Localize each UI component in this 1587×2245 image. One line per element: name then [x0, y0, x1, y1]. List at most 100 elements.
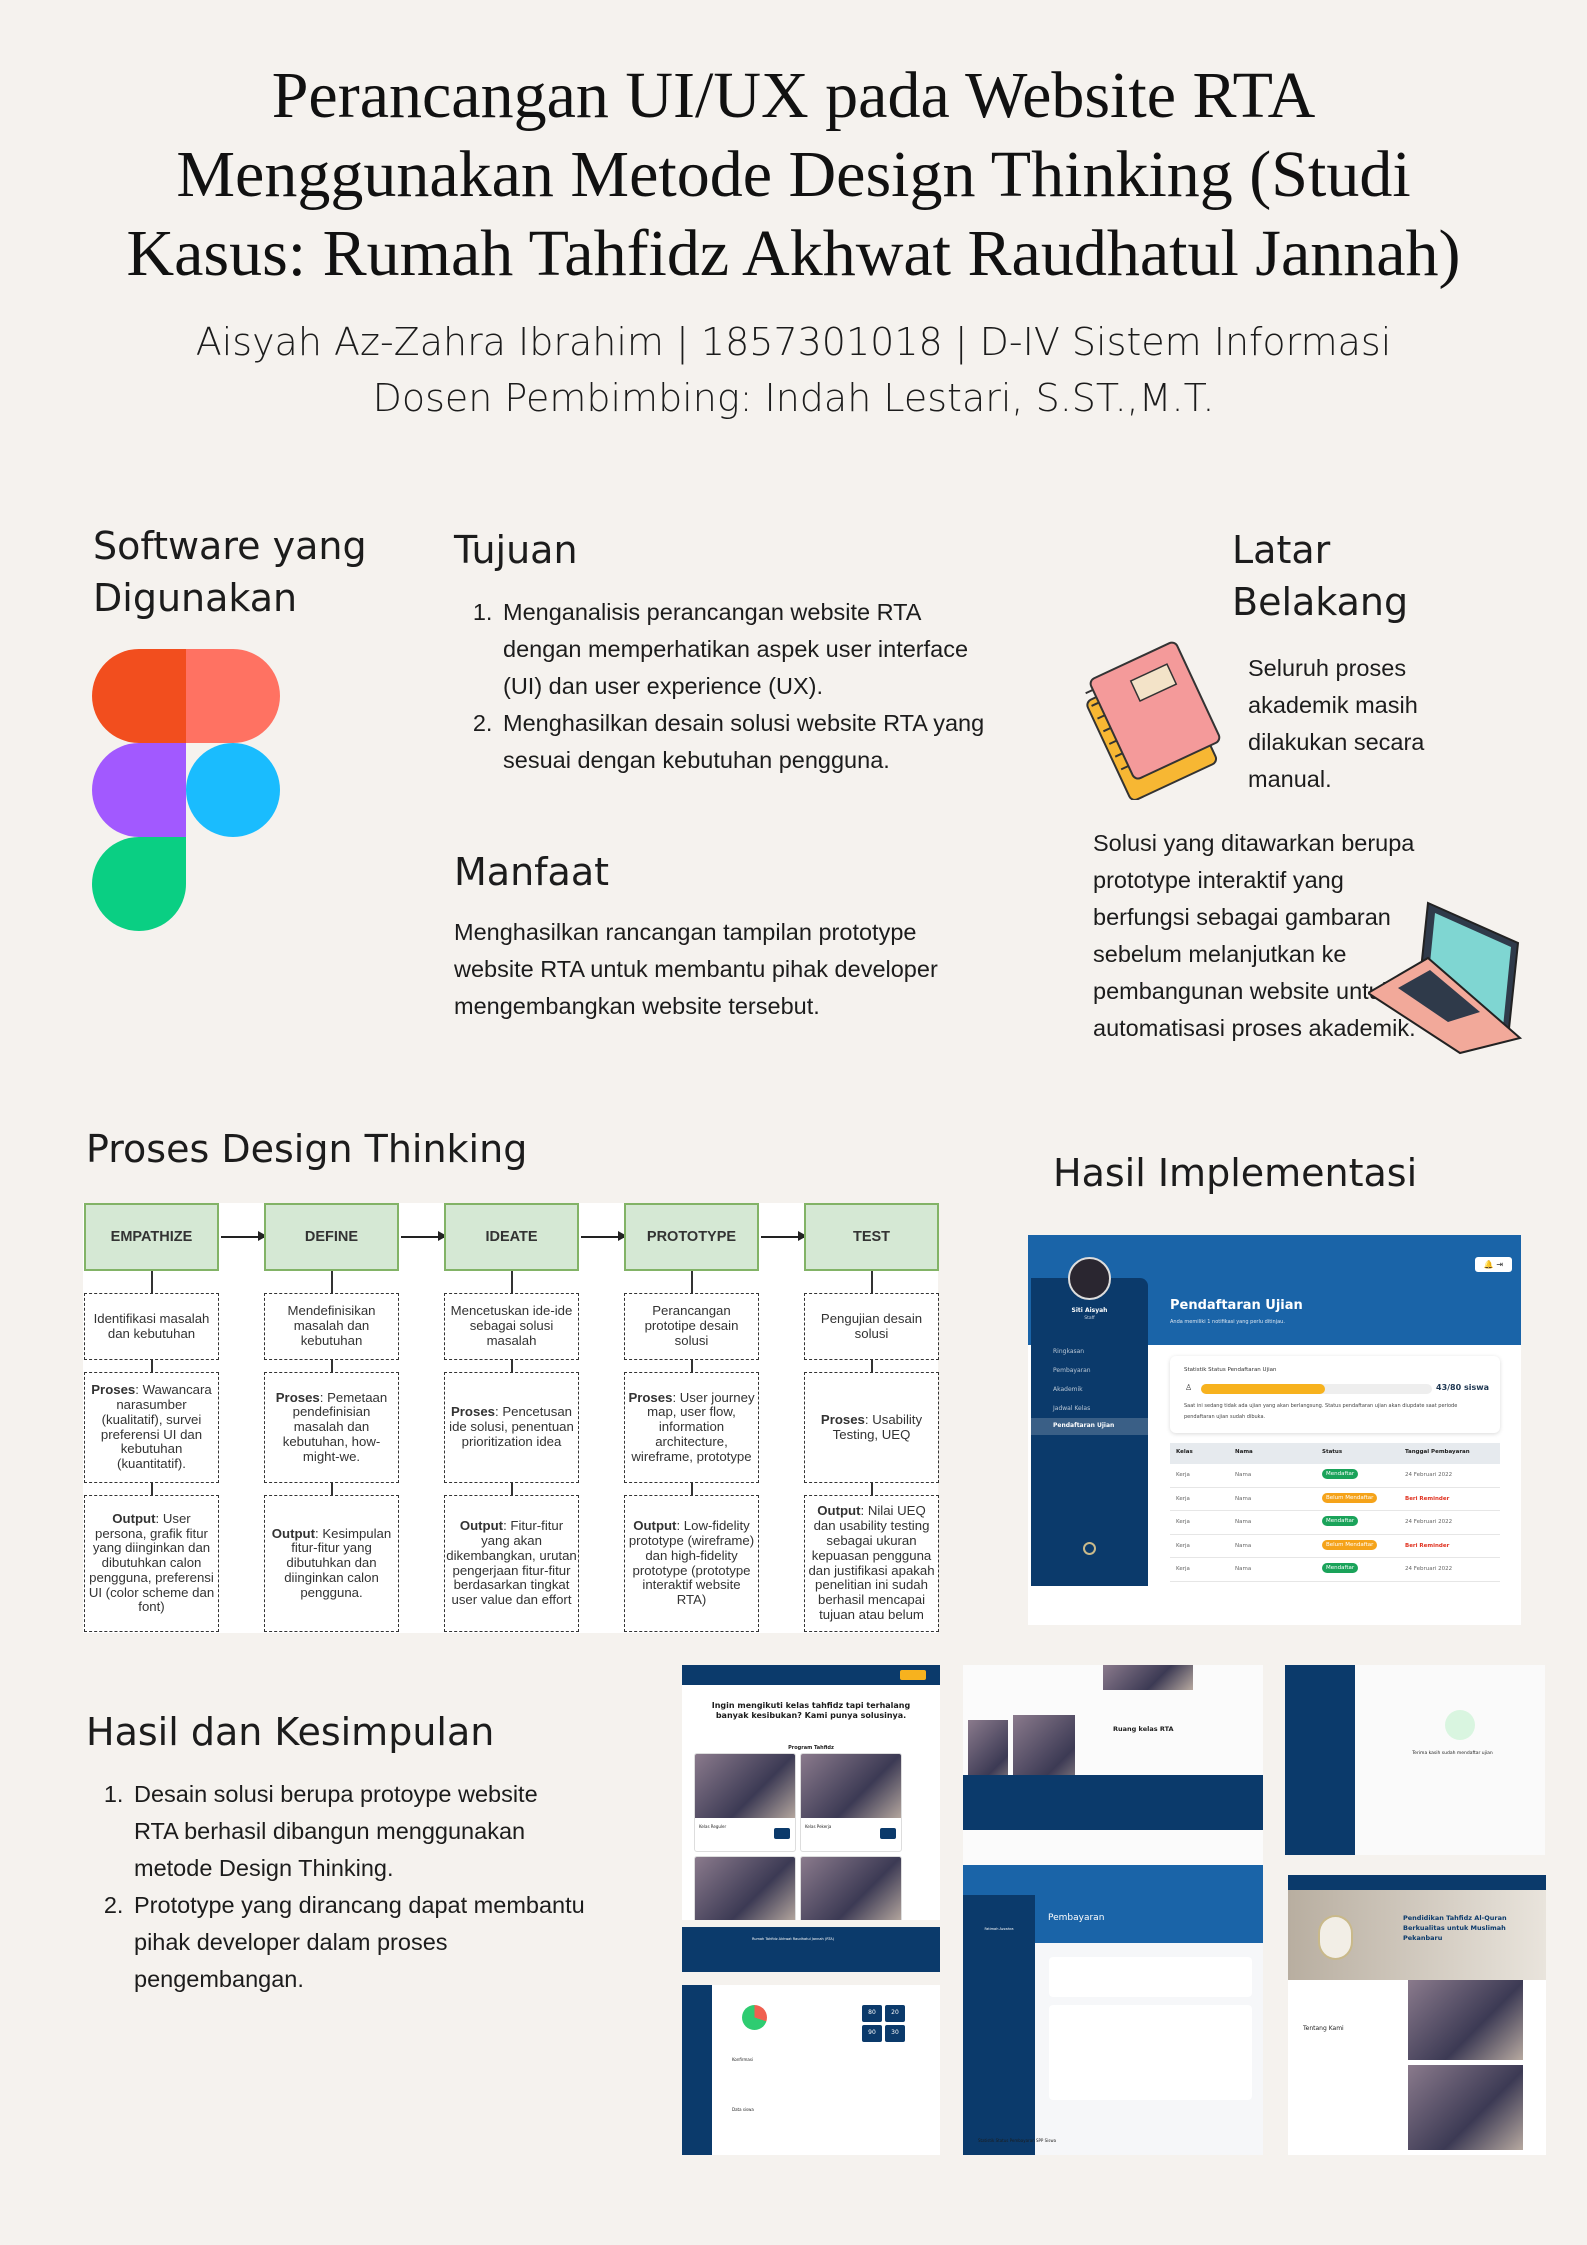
connector — [331, 1360, 333, 1372]
arrow-icon — [581, 1232, 627, 1240]
list-item: Prototype yang dirancang dapat membantu … — [130, 1887, 586, 1998]
arrow-icon — [401, 1232, 447, 1240]
class-photo — [801, 1857, 901, 1920]
connector — [511, 1360, 513, 1372]
output-value: Fitur-fitur yang akan dikembangkan, urut… — [446, 1518, 577, 1608]
output-label: Output — [112, 1510, 156, 1526]
figma-logo-icon — [92, 649, 280, 931]
footer-screen: Rumah Tahfidz Akhwat Raudhatul Jannah (R… — [682, 1927, 940, 1972]
stage-output: Output: Kesimpulan fitur-fitur yang dibu… — [264, 1495, 399, 1632]
proses-label: Proses — [451, 1404, 495, 1420]
rta-logo-icon — [1318, 1915, 1353, 1960]
proses-label: Proses — [275, 1389, 320, 1405]
output-label: Output — [817, 1503, 861, 1519]
stat-card: Statistik Status Pendaftaran Ujian ♙ 43/… — [1170, 1356, 1500, 1433]
connector — [871, 1483, 873, 1495]
title-line: Menggunakan Metode Design Thinking (Stud… — [176, 138, 1411, 211]
class-card[interactable]: Kelas Reguler — [694, 1753, 796, 1852]
user-role: Staff — [1084, 1316, 1095, 1321]
title-line: Perancangan UI/UX pada Website RTA — [271, 59, 1316, 132]
tujuan-list: Menganalisis perancangan website RTA den… — [455, 594, 995, 779]
sidebar-item-pendaftaran-ujian[interactable]: Pendaftaran Ujian — [1053, 1422, 1115, 1429]
class-name: Kelas Pekerja — [805, 1824, 832, 1829]
list-item: Menganalisis perancangan website RTA den… — [499, 594, 995, 705]
column-header: Tanggal Pembayaran — [1405, 1449, 1470, 1455]
stat-tile: 90 — [862, 2025, 882, 2042]
stage-proses-text: Proses: Pencetusan ide solusi, penentuan… — [449, 1404, 574, 1449]
table-cell: Kerja — [1176, 1472, 1190, 1478]
proses-label: Proses — [91, 1382, 136, 1398]
stage-proses: Proses: Usability Testing, UEQ — [804, 1372, 939, 1483]
stage-empathize: EMPATHIZE — [84, 1203, 219, 1271]
stage-output: Output: Nilai UEQ dan usability testing … — [804, 1495, 939, 1632]
connector — [511, 1483, 513, 1495]
sidebar-item-pembayaran[interactable]: Pembayaran — [1053, 1367, 1091, 1374]
output-value: Low-fidelity prototype (wireframe) dan h… — [628, 1518, 755, 1608]
tentang-heading: Tentang Kami — [1303, 2025, 1344, 2032]
connector — [691, 1360, 693, 1372]
stage-prototype: PROTOTYPE — [624, 1203, 759, 1271]
class-card[interactable]: Kelas Remaja — [694, 1856, 796, 1920]
stage-output-text: Output: Nilai UEQ dan usability testing … — [808, 1503, 935, 1622]
author-info: Aisyah Az-Zahra Ibrahim | 1857301018 | D… — [0, 314, 1587, 426]
proses-value: Pencetusan ide solusi, penentuan priorit… — [449, 1404, 574, 1449]
latar-heading: Latar Belakang — [1232, 528, 1409, 624]
latar-text: Seluruh proses akademik masih dilakukan … — [1248, 655, 1425, 792]
header-actions: 🔔 ⇥ — [1475, 1257, 1512, 1272]
output-value: Kesimpulan fitur-fitur yang dibutuhkan d… — [284, 1525, 392, 1600]
class-photo — [695, 1857, 795, 1920]
column-header: Status — [1322, 1449, 1343, 1455]
stage-output-text: Output: Low-fidelity prototype (wirefram… — [628, 1518, 755, 1608]
notebook-illustration-icon — [1085, 641, 1221, 800]
login-button[interactable] — [900, 1670, 926, 1680]
connector — [331, 1271, 333, 1293]
reminder-link[interactable]: Beri Reminder — [1405, 1542, 1450, 1549]
user-icon: ♙ — [1185, 1383, 1193, 1392]
table-cell: Kerja — [1176, 1519, 1190, 1525]
proses-label: Proses — [820, 1411, 865, 1427]
reminder-link[interactable]: Beri Reminder — [1405, 1495, 1450, 1502]
solusi-text: Solusi yang ditawarkan berupa prototype … — [1093, 830, 1416, 1041]
page-title: Pendaftaran Ujian — [1170, 1298, 1303, 1313]
konfirmasi-heading: Konfirmasi — [732, 2057, 754, 2062]
output-label: Output — [459, 1518, 504, 1534]
column-header: Nama — [1235, 1449, 1253, 1455]
sidebar-item-jadwal-kelas[interactable]: Jadwal Kelas — [1053, 1405, 1091, 1412]
user-name: Siti Aisyah — [1071, 1307, 1108, 1314]
table-cell: Kerja — [1176, 1542, 1190, 1549]
class-photo — [695, 1754, 795, 1818]
table-cell: 24 Februari 2022 — [1405, 1566, 1453, 1572]
status-badge: Belum Mendaftar — [1322, 1492, 1378, 1503]
connector — [151, 1271, 153, 1293]
stage-proses: Proses: Wawancara narasumber (kualitatif… — [84, 1372, 219, 1483]
bell-icon[interactable]: 🔔 — [1483, 1260, 1494, 1269]
proses-value: Usability Testing, UEQ — [832, 1411, 923, 1442]
sidebar-item-ringkasan[interactable]: Ringkasan — [1053, 1348, 1085, 1355]
class-detail-button[interactable] — [880, 1828, 896, 1839]
stage-ideate: IDEATE — [444, 1203, 579, 1271]
stage-proses: Proses: User journey map, user flow, inf… — [624, 1372, 759, 1483]
output-value: User persona, grafik fitur yang diingink… — [88, 1510, 215, 1615]
stage-description: Mencetuskan ide-ide sebagai solusi masal… — [444, 1293, 579, 1360]
class-detail-button[interactable] — [774, 1828, 790, 1839]
arrow-icon — [221, 1232, 267, 1240]
proses-value: Pemetaan pendefinisian masalah dan kebut… — [282, 1389, 388, 1464]
output-label: Output — [271, 1525, 315, 1541]
stage-output: Output: Low-fidelity prototype (wirefram… — [624, 1495, 759, 1632]
pie-chart — [742, 2005, 767, 2030]
logout-icon[interactable]: ⇥ — [1496, 1260, 1504, 1269]
stat-tile: 20 — [885, 2005, 905, 2022]
connector — [151, 1360, 153, 1372]
stage-output-text: Output: User persona, grafik fitur yang … — [88, 1510, 215, 1615]
proses-label: Proses — [628, 1389, 673, 1405]
column-header: Kelas — [1176, 1449, 1193, 1455]
class-card[interactable]: Kelas Pekerja — [800, 1753, 902, 1852]
stage-output-text: Output: Kesimpulan fitur-fitur yang dibu… — [271, 1525, 392, 1600]
sidebar-item-akademik[interactable]: Akademik — [1053, 1386, 1083, 1393]
